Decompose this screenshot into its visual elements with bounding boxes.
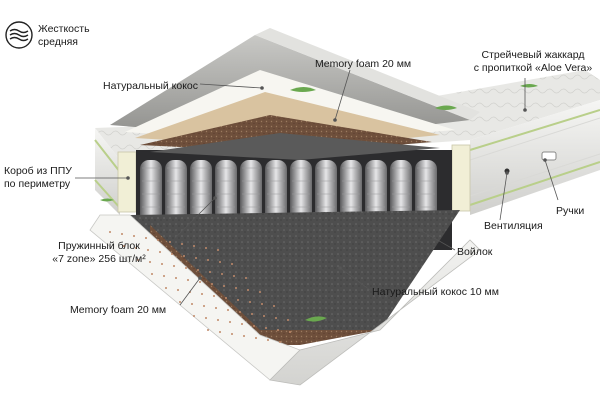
label-jacquard-line1: Стрейчевый жаккард — [481, 49, 585, 61]
firmness-label: Жесткость средняя — [38, 23, 90, 49]
label-jacquard-line2: с пропиткой «Aloe Vera» — [473, 62, 593, 74]
label-ventilation: Вентиляция — [484, 220, 543, 232]
label-handles: Ручки — [556, 205, 585, 217]
label-spring-block-line2: «7 zone» 256 шт/м² — [52, 253, 146, 265]
coconut-layer-bottom — [150, 225, 380, 345]
label-spring-block-line1: Пружинный блок — [58, 240, 140, 252]
label-memory-foam-top: Memory foam 20 мм — [315, 58, 412, 70]
peeled-top-layers — [110, 28, 480, 160]
mattress-side-wall-left — [94, 128, 121, 215]
label-memory-foam-bottom: Memory foam 20 мм — [70, 304, 167, 316]
label-jacquard: Стрейчевый жаккард с пропиткой «Aloe Ver… — [468, 49, 598, 75]
label-spring-block: Пружинный блок «7 zone» 256 шт/м² — [34, 240, 164, 266]
mattress-side-wall-right — [469, 100, 600, 215]
firmness-line1: Жесткость — [38, 23, 90, 35]
label-pu-box: Короб из ППУ по периметру — [4, 165, 72, 191]
foam-perforation — [109, 231, 291, 343]
label-felt: Войлок — [457, 246, 493, 258]
handle-icon — [541, 151, 557, 161]
pu-box-left — [117, 151, 137, 213]
aloe-leaf-icons — [100, 84, 538, 322]
pu-box-right — [451, 144, 471, 212]
cover-bottom-wedge — [269, 239, 481, 386]
firmness-waves-icon — [5, 21, 33, 49]
label-pu-box-line2: по периметру — [4, 178, 71, 190]
felt-layer — [130, 210, 460, 335]
firmness-line2: средняя — [38, 36, 78, 48]
leader-dots — [126, 86, 547, 280]
label-pu-box-line1: Короб из ППУ — [4, 165, 72, 177]
label-natural-coconut-top: Натуральный кокос — [103, 80, 199, 92]
label-natural-coconut-bottom: Натуральный кокос 10 мм — [372, 286, 499, 298]
leader-lines — [75, 69, 559, 306]
